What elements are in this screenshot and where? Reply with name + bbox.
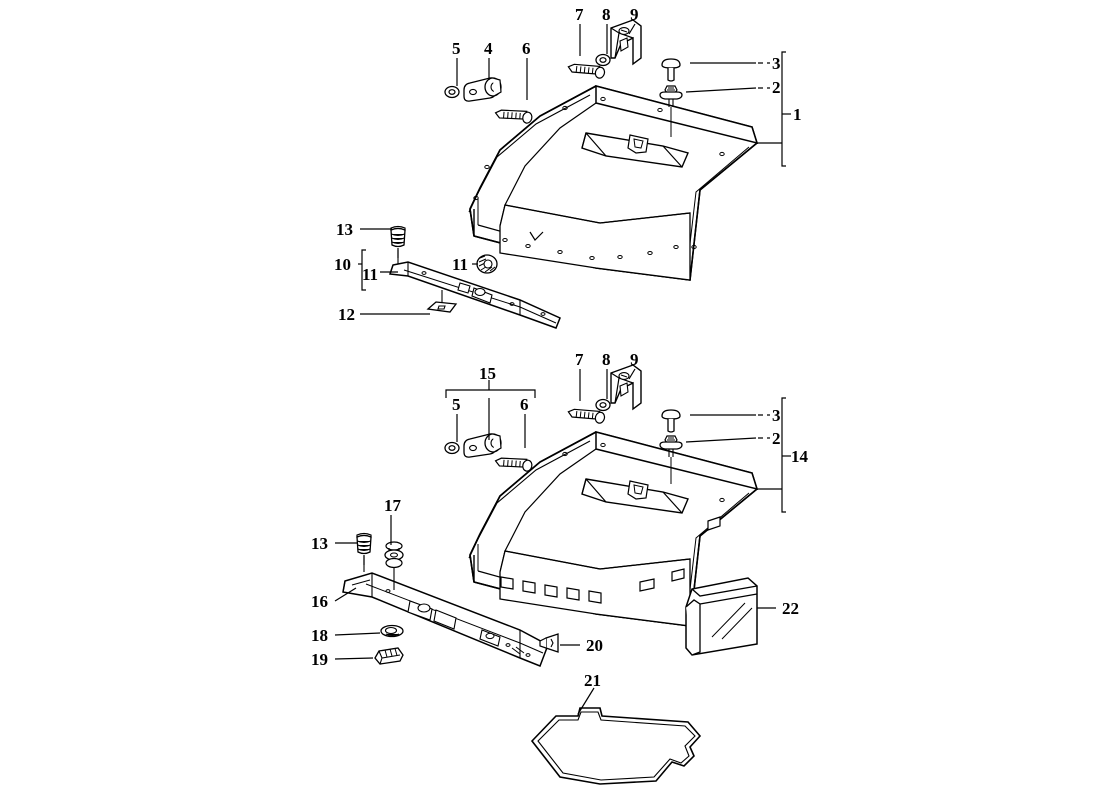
trim-strip-lower	[342, 556, 549, 667]
luggage-compartment-liner-lower	[468, 431, 759, 627]
callout-14: 14	[791, 447, 808, 466]
callout-8-upper: 8	[602, 5, 611, 24]
callout-19: 19	[311, 650, 328, 669]
callout-6-upper: 6	[522, 39, 531, 58]
washer-5-upper	[444, 85, 460, 99]
callout-22: 22	[782, 599, 799, 618]
hardware-lower	[444, 364, 683, 484]
screw-6-lower	[493, 451, 534, 475]
callout-12: 12	[338, 305, 355, 324]
callout-5-upper: 5	[452, 39, 461, 58]
rivet-3-lower	[661, 409, 681, 433]
plate-15	[463, 433, 502, 458]
callout-7-upper: 7	[575, 5, 584, 24]
callout-20: 20	[586, 636, 603, 655]
angle-bracket-9-lower	[610, 364, 642, 410]
callout-9-lower: 9	[630, 350, 639, 369]
callout-3-lower: 3	[772, 406, 781, 425]
hardware-upper	[444, 19, 683, 137]
callout-5-lower: 5	[452, 395, 461, 414]
callout-2-lower: 2	[772, 429, 781, 448]
callout-8-lower: 8	[602, 350, 611, 369]
rivet-3-upper	[661, 58, 681, 82]
callout-6-lower: 6	[520, 395, 529, 414]
washer-5-lower	[444, 441, 460, 455]
floor-mat-21	[530, 707, 702, 785]
callout-11-strip: 11	[362, 265, 379, 284]
screw-6-upper	[493, 103, 534, 127]
callout-18: 18	[311, 626, 328, 645]
callout-16: 16	[311, 592, 328, 611]
washer-8-lower	[595, 398, 611, 412]
callout-17: 17	[384, 496, 401, 515]
grommet-stack-17	[384, 541, 404, 569]
oval-grommet-18	[380, 624, 404, 638]
expansion-rivet-13-lower	[356, 532, 372, 566]
callout-4: 4	[484, 39, 493, 58]
callout-21: 21	[584, 671, 601, 690]
callout-13-upper: 13	[336, 220, 353, 239]
callout-3-upper: 3	[772, 54, 781, 73]
callout-7-lower: 7	[575, 350, 584, 369]
storage-pouch-22	[685, 577, 758, 656]
spring-clip-19	[374, 647, 404, 665]
leader-lines	[334, 23, 791, 715]
callout-11-nut: 11	[452, 255, 469, 274]
callout-15: 15	[479, 364, 496, 383]
luggage-compartment-liner-upper	[468, 85, 759, 281]
callout-9-upper: 9	[630, 5, 639, 24]
square-washer-12	[427, 301, 457, 313]
callout-10: 10	[334, 255, 351, 274]
callout-13-lower: 13	[311, 534, 328, 553]
trim-strip-upper	[388, 250, 561, 329]
callout-2-upper: 2	[772, 78, 781, 97]
nut-11-upper	[476, 254, 498, 274]
angle-bracket-9-upper	[610, 19, 642, 65]
plate-4	[463, 77, 502, 102]
washer-8-upper	[595, 53, 611, 67]
callout-1: 1	[793, 105, 802, 124]
expansion-rivet-13-upper	[390, 225, 406, 259]
